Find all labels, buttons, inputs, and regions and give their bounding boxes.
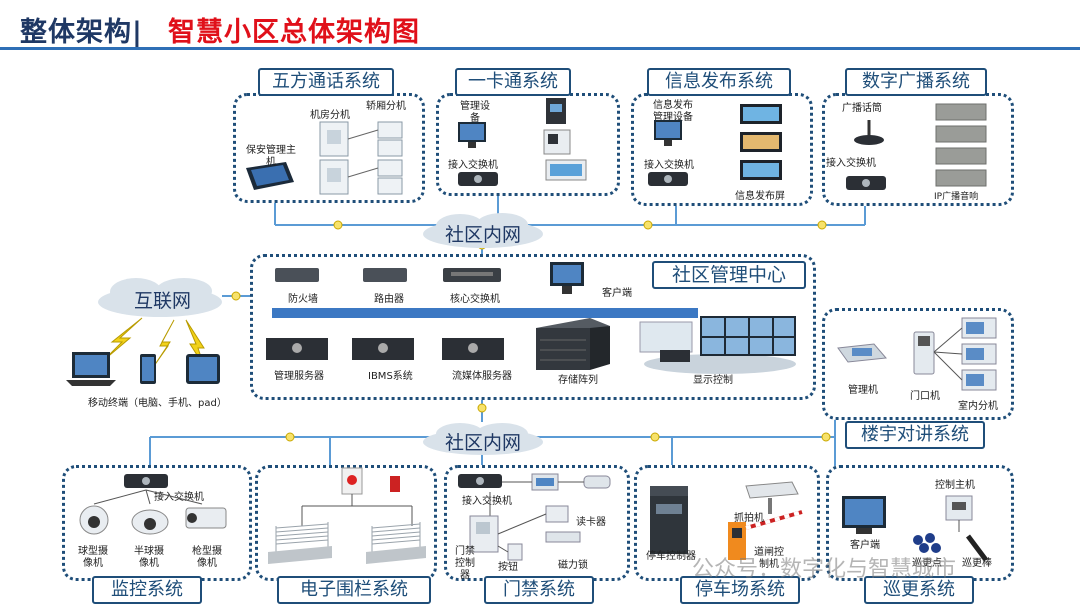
intercom-device-door: 门口机 [910, 391, 940, 402]
community-net-top-cloud [423, 213, 543, 248]
parking-label: 停车场系统 [680, 576, 800, 604]
intercom-device-indoor: 室内分机 [958, 401, 998, 412]
fence-label: 电子围栏系统 [277, 576, 431, 604]
monitor-label: 监控系统 [92, 576, 202, 604]
mobile-caption: 移动终端（电脑、手机、pad） [88, 398, 227, 409]
monitor-device-half-dome: 半球摄像机 [134, 546, 164, 569]
security-host-icon [246, 162, 294, 190]
community-net-top-label: 社区内网 [445, 224, 522, 246]
access-device-reader: 读卡器 [576, 517, 606, 528]
center-device-firewall: 防火墙 [288, 294, 318, 305]
info-device-switch: 接入交换机 [644, 160, 694, 171]
access-switch-icon [458, 474, 502, 488]
center-display-wall-icon [639, 316, 796, 374]
patrol-device-stick: 巡更棒 [962, 558, 992, 569]
center-device-client: 客户端 [602, 288, 632, 299]
monitor-device-switch: 接入交换机 [154, 492, 204, 503]
five-way-device-car: 轿厢分机 [366, 101, 406, 112]
access-devices-icon [469, 473, 611, 561]
fence-devices-icon [268, 467, 426, 564]
card-pc-icon [458, 122, 486, 148]
intercom-device-mgmt: 管理机 [848, 385, 878, 396]
patrol-devices-icon [842, 495, 988, 562]
access-device-lock: 磁力锁 [558, 560, 588, 571]
access-device-switch: 接入交换机 [462, 496, 512, 507]
community-net-bottom-label: 社区内网 [445, 432, 522, 454]
card-system-label: 一卡通系统 [455, 68, 571, 96]
broadcast-device-switch: 接入交换机 [826, 158, 876, 169]
header-divider [0, 47, 1080, 50]
card-device-switch: 接入交换机 [448, 160, 498, 171]
center-device-storage: 存储阵列 [558, 375, 598, 386]
card-device-mgmt: 管理设备 [460, 101, 490, 124]
monitor-cameras-icon [79, 489, 227, 535]
intercom-label: 楼宇对讲系统 [845, 421, 985, 449]
broadcast-system-label: 数字广播系统 [845, 68, 987, 96]
card-readers-icon [543, 98, 587, 181]
center-client-pc-icon [550, 262, 584, 294]
info-pc-icon [654, 120, 682, 146]
internet-label: 互联网 [134, 290, 192, 312]
mobile-terminals-icon [66, 352, 220, 386]
internet-cloud [98, 278, 222, 317]
center-device-mgmt-server: 管理服务器 [274, 371, 324, 382]
card-switch-icon [458, 172, 498, 186]
extension-units-icon [319, 121, 403, 195]
page-title: 整体架构| [20, 17, 143, 48]
info-switch-icon [648, 172, 688, 186]
access-device-controller: 门禁控制器 [455, 546, 475, 581]
five-way-device-host: 保安管理主机 [246, 145, 296, 168]
monitor-device-bullet: 枪型摄像机 [192, 546, 222, 569]
broadcast-device-speaker: IP广播音响 [934, 192, 979, 202]
broadcast-speakers-icon [935, 103, 987, 187]
community-net-bottom-cloud [423, 423, 543, 455]
parking-device-controller: 停车控制器 [646, 551, 696, 562]
center-label: 社区管理中心 [652, 261, 806, 289]
center-servers-icon [266, 338, 504, 360]
info-device-mgmt: 信息发布管理设备 [653, 100, 693, 123]
parking-device-capture: 抓拍机 [734, 513, 764, 524]
five-way-device-room: 机房分机 [310, 110, 350, 121]
center-device-core-switch: 核心交换机 [450, 294, 500, 305]
center-device-media-server: 流媒体服务器 [452, 371, 512, 382]
access-device-button: 按钮 [498, 562, 518, 573]
access-label: 门禁系统 [484, 576, 594, 604]
parking-device-gate: 道闸控制机 [754, 547, 784, 570]
patrol-device-client: 客户端 [850, 540, 880, 551]
parking-devices-icon [650, 481, 803, 560]
info-system-label: 信息发布系统 [647, 68, 791, 96]
center-device-display: 显示控制 [693, 375, 733, 386]
patrol-device-point: 巡更点 [912, 558, 942, 569]
five-way-system-label: 五方通话系统 [258, 68, 394, 96]
info-device-screen: 信息发布屏 [735, 191, 785, 202]
center-network-devices-icon [275, 268, 501, 282]
broadcast-mic-icon [854, 120, 884, 145]
monitor-device-dome: 球型摄像机 [78, 546, 108, 569]
monitor-switch-icon [124, 474, 168, 488]
patrol-label: 巡更系统 [864, 576, 974, 604]
center-backbone-bar [272, 308, 698, 318]
center-device-router: 路由器 [374, 294, 404, 305]
broadcast-switch-icon [846, 176, 886, 190]
patrol-device-host: 控制主机 [935, 480, 975, 491]
center-storage-icon [536, 318, 610, 370]
page-subtitle: 智慧小区总体架构图 [168, 17, 420, 48]
center-device-ibms: IBMS系统 [368, 371, 413, 382]
watermark: 公众号：数字化与智慧城市 [692, 557, 957, 582]
info-screens-icon [740, 104, 782, 180]
broadcast-device-mic: 广播话筒 [842, 103, 882, 114]
intercom-devices-icon [837, 317, 997, 391]
